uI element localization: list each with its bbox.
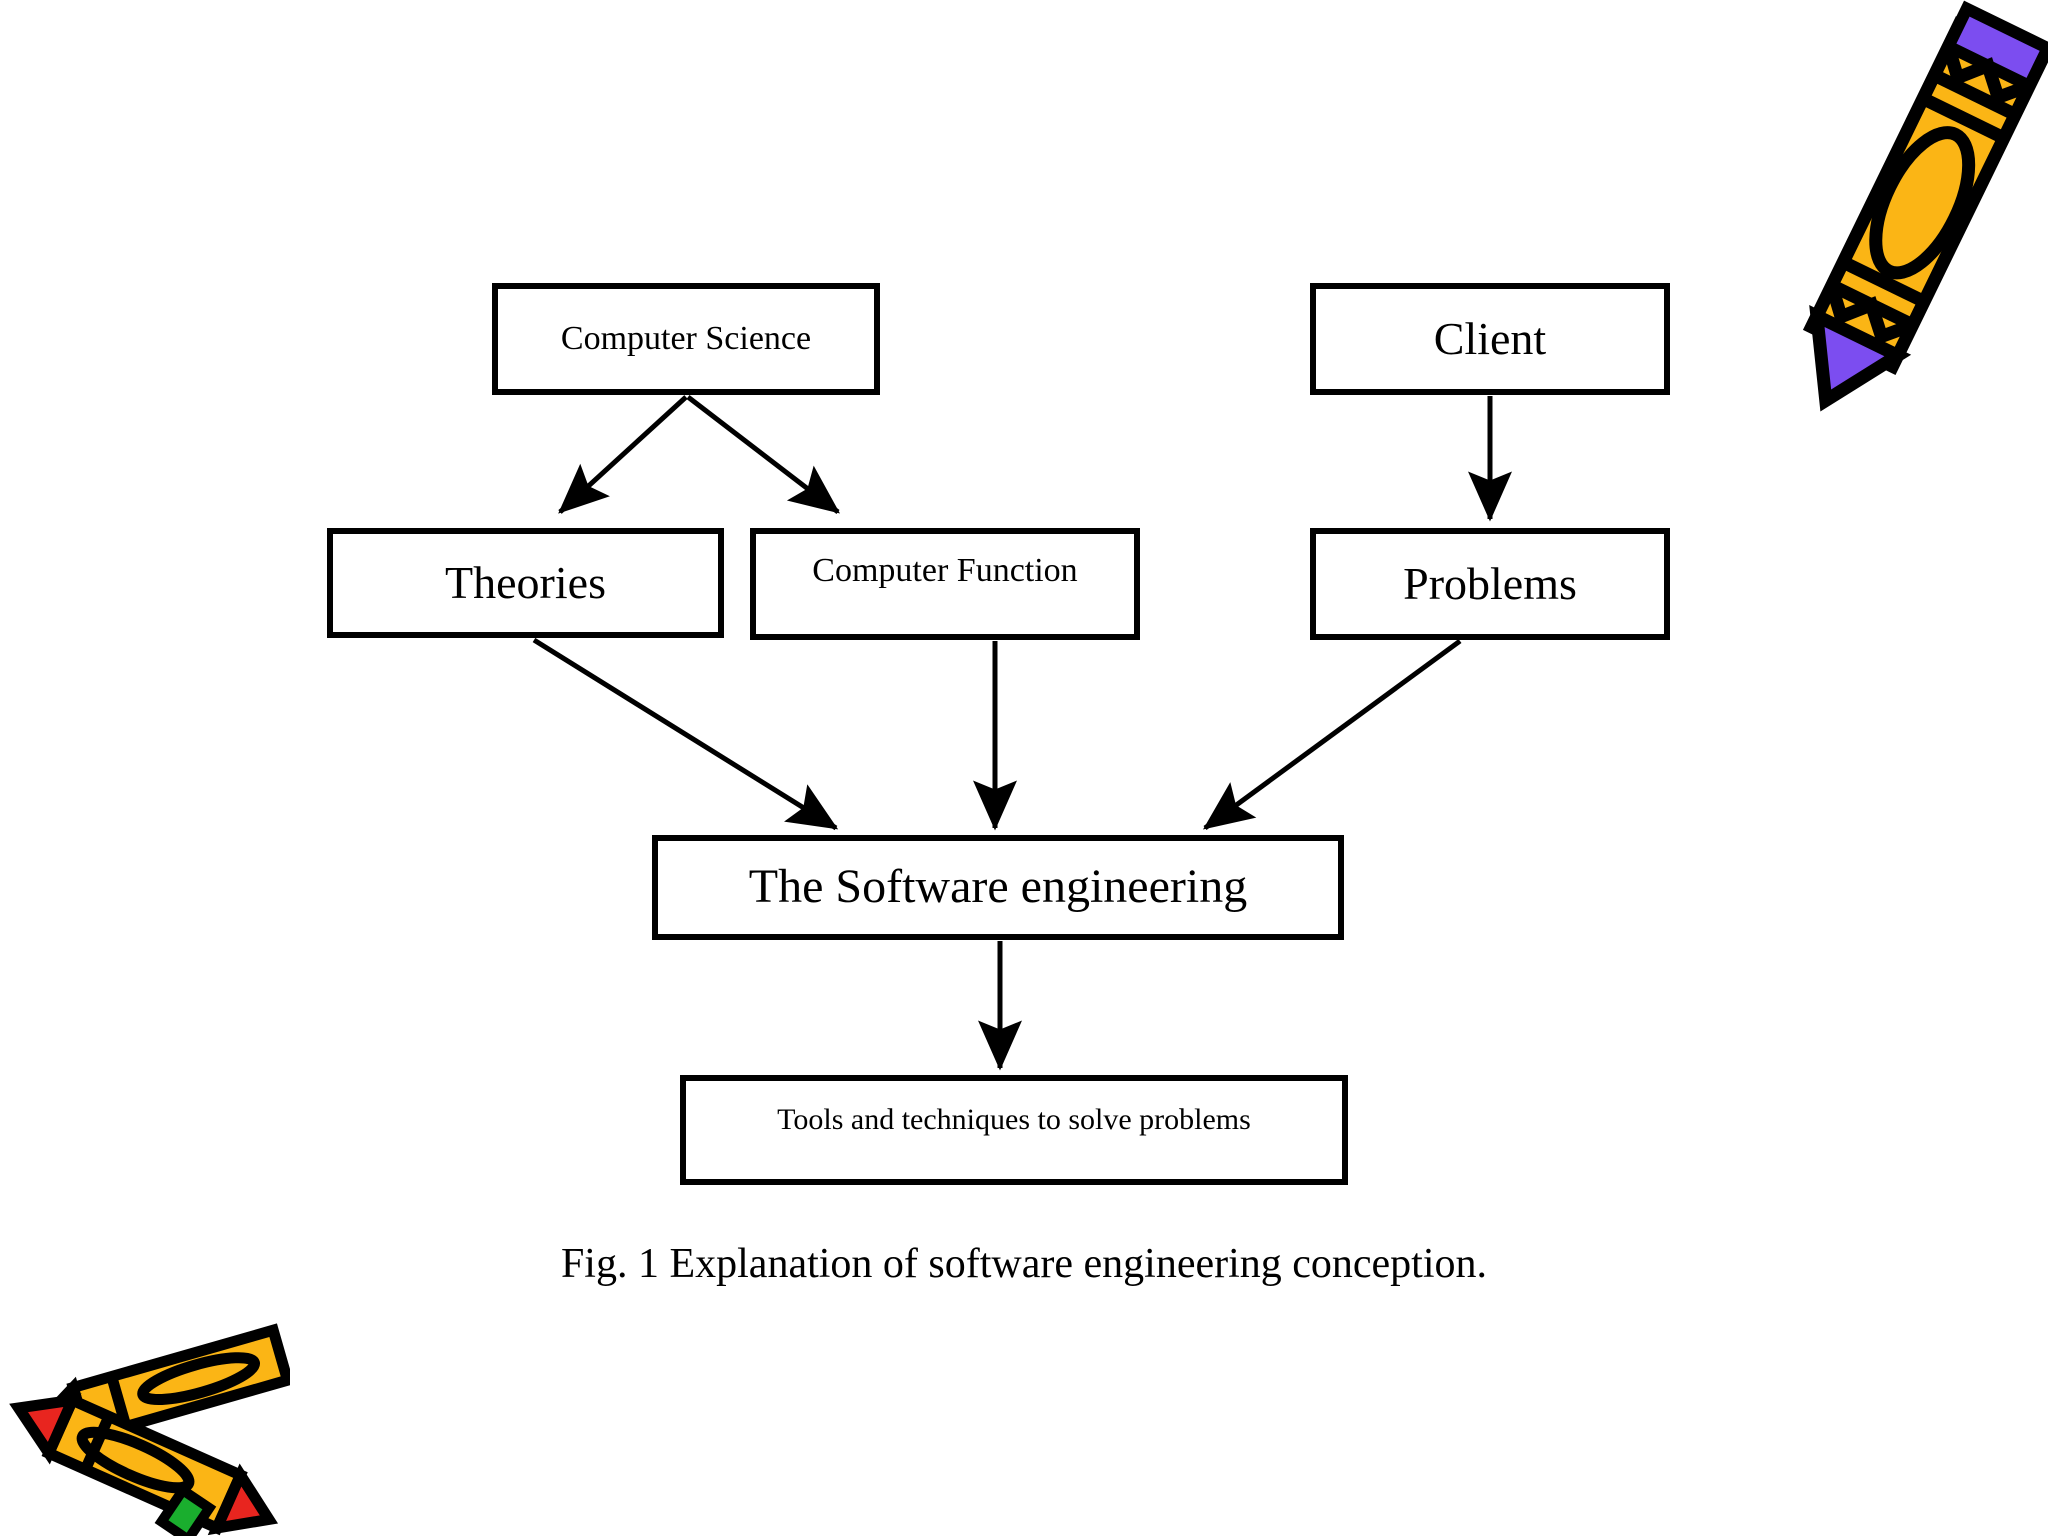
edge-computer-science-to-theories [558,395,688,514]
node-software-engineering[interactable]: The Software engineering [652,835,1344,940]
edge-problems-to-software-engineering [1202,638,1462,831]
edge-theories-to-software-engineering [532,637,839,831]
edge-computer-science-to-computer-function [686,395,840,514]
node-problems[interactable]: Problems [1310,528,1670,640]
node-tools-label: Tools and techniques to solve problems [777,1103,1251,1136]
node-client-label: Client [1433,312,1547,364]
node-computer-function-label: Computer Function [812,552,1078,589]
purple-crayon-icon [1802,0,2048,412]
crossed-crayons-icon [9,1323,290,1536]
figure-caption: Fig. 1 Explanation of software engineeri… [560,1241,1488,1287]
node-theories-label: Theories [445,556,606,608]
node-software-engineering-label: The Software engineering [748,860,1248,914]
node-client[interactable]: Client [1310,283,1670,395]
node-computer-science-label: Computer Science [560,320,812,358]
node-tools[interactable]: Tools and techniques to solve problems [680,1075,1348,1185]
node-computer-science[interactable]: Computer Science [492,283,880,395]
node-computer-function[interactable]: Computer Function [750,528,1140,640]
node-problems-label: Problems [1403,557,1577,609]
node-theories[interactable]: Theories [327,528,724,638]
